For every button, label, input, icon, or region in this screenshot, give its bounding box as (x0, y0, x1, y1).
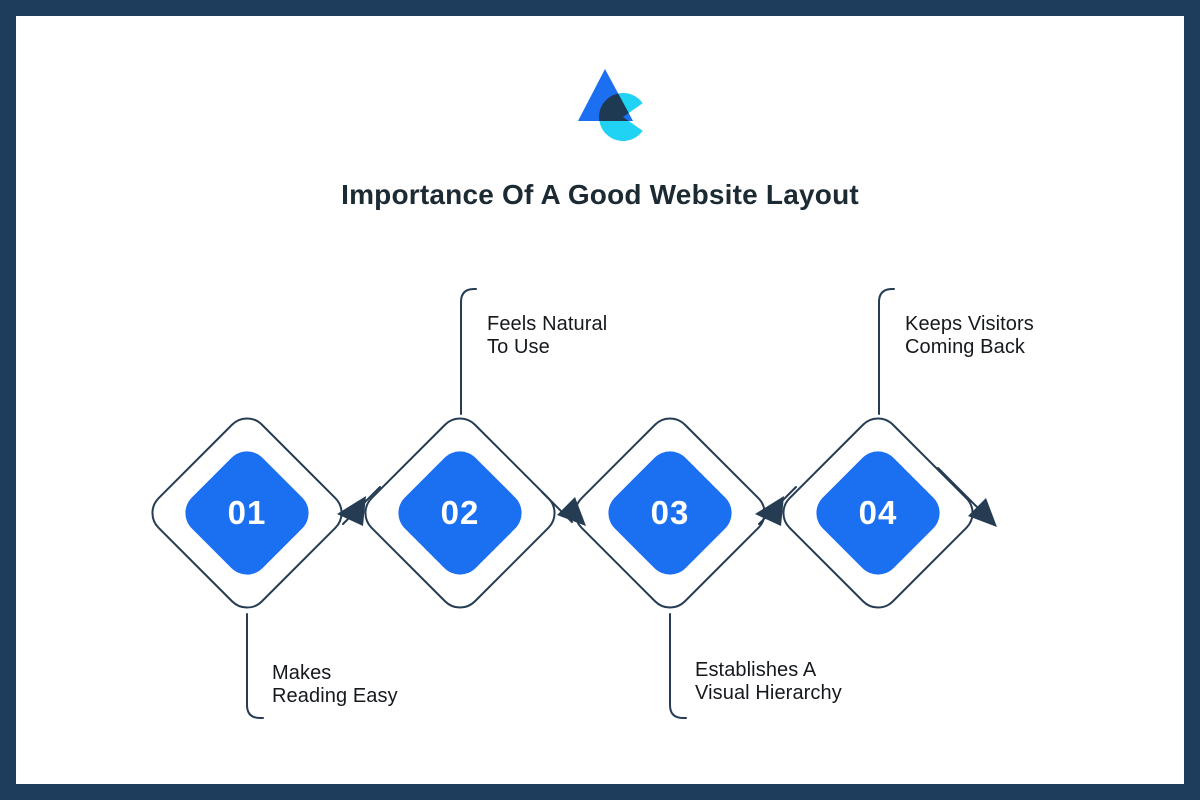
step3-label-line1: Establishes A (695, 659, 817, 681)
connector-line-step3 (669, 613, 687, 719)
step3-label: Establishes A Visual Hierarchy (695, 659, 842, 705)
step-number: 01 (227, 494, 267, 531)
step2-label-line2: To Use (487, 336, 550, 358)
page-title: Importance Of A Good Website Layout (341, 179, 859, 210)
step-diamond-2: 02 (355, 408, 565, 618)
step-diamond-4: 04 (773, 408, 983, 618)
step3-label-line2: Visual Hierarchy (695, 682, 842, 704)
step4-label-line2: Coming Back (905, 336, 1026, 358)
step1-label-line1: Makes (272, 662, 332, 684)
step-diamond-1: 01 (142, 408, 352, 618)
step4-label-line1: Keeps Visitors (905, 313, 1034, 335)
step-diamond-3: 03 (565, 408, 775, 618)
triangle-pacman-logo-icon (578, 69, 643, 141)
step-number: 04 (858, 494, 898, 531)
step1-label: Makes Reading Easy (272, 662, 398, 708)
step-number: 02 (440, 494, 480, 531)
step2-label-line1: Feels Natural (487, 313, 608, 335)
step-number: 03 (650, 494, 690, 531)
step4-label: Keeps Visitors Coming Back (905, 313, 1034, 359)
step1-label-line2: Reading Easy (272, 685, 398, 707)
connector-line-step4 (878, 288, 895, 415)
step2-label: Feels Natural To Use (487, 313, 607, 359)
connector-line-step2 (460, 288, 477, 415)
connector-line-step1 (246, 613, 264, 719)
